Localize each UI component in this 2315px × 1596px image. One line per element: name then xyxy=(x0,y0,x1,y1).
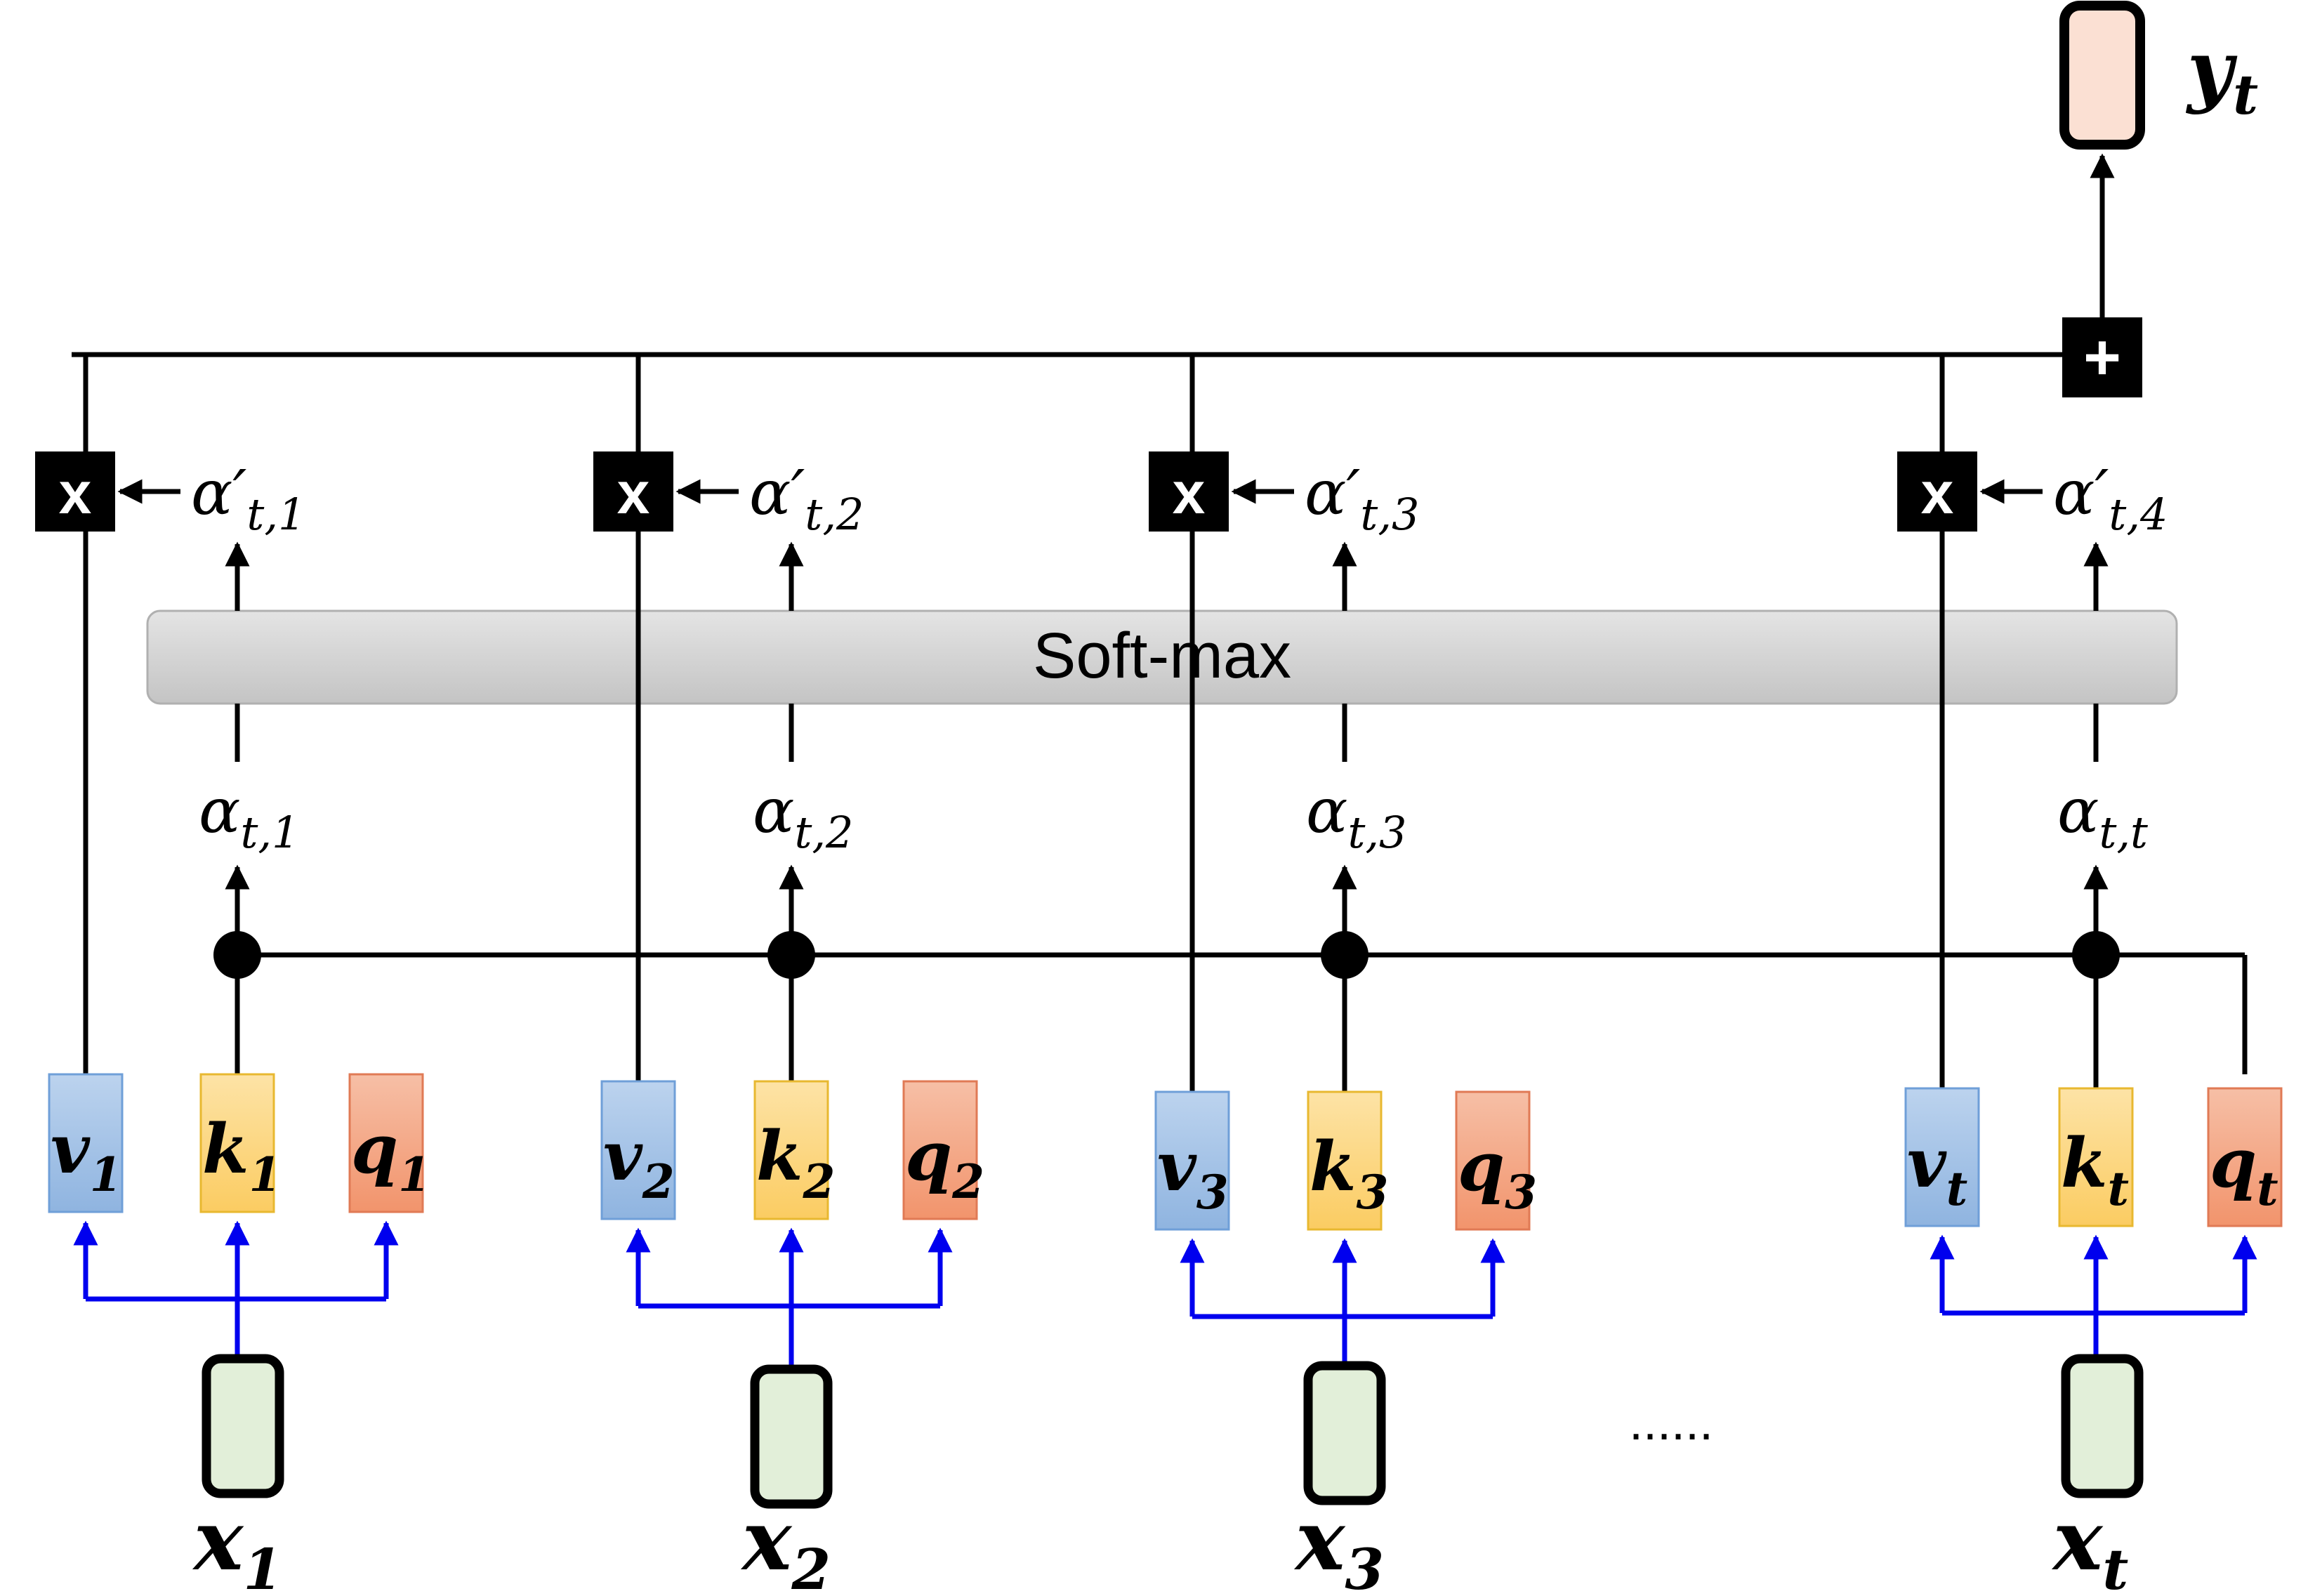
multiply-node: x xyxy=(1897,451,1977,532)
sum-node: + xyxy=(2062,317,2142,397)
q-vector-box: qt xyxy=(2207,1087,2283,1227)
output-label: yt xyxy=(2185,24,2258,127)
k-label: k2 xyxy=(756,1116,835,1209)
v-label: v3 xyxy=(1157,1127,1229,1220)
alpha-label: αt,2 xyxy=(753,774,854,858)
column-1: x α′t,1 αt,1 v1 k1 q1 x1 xyxy=(35,355,430,1596)
input-label: x3 xyxy=(1293,1491,1384,1596)
ellipsis: ...... xyxy=(1629,1394,1713,1451)
k-label: k3 xyxy=(1310,1127,1388,1220)
input-node xyxy=(1303,1361,1386,1505)
k-vector-box: k1 xyxy=(199,1073,281,1213)
projection-arrows xyxy=(626,1227,953,1369)
svg-text:+: + xyxy=(2083,322,2121,393)
svg-text:x: x xyxy=(617,460,650,526)
q-vector-box: q1 xyxy=(348,1073,430,1213)
k-label: kt xyxy=(2061,1123,2129,1216)
multiply-node: x xyxy=(35,451,115,532)
k-label: k1 xyxy=(202,1109,281,1202)
svg-text:x: x xyxy=(1173,460,1206,526)
v-label: v2 xyxy=(603,1116,675,1209)
input-node xyxy=(202,1354,284,1498)
softmax-layer: Soft-max xyxy=(146,609,2178,705)
q-label: q3 xyxy=(1458,1127,1537,1220)
k-vector-box: k2 xyxy=(753,1080,835,1220)
v-label: v1 xyxy=(51,1109,122,1202)
svg-text:x: x xyxy=(1921,460,1954,526)
alpha-label: αt,3 xyxy=(1306,774,1407,858)
multiply-node: x xyxy=(593,451,673,532)
alpha-label: αt,t xyxy=(2057,774,2148,858)
output-node xyxy=(2059,1,2145,150)
q-label: q1 xyxy=(351,1109,430,1202)
alpha-prime-label: α′t,3 xyxy=(1305,456,1419,540)
v-vector-box: v3 xyxy=(1154,1090,1230,1231)
input-node xyxy=(750,1364,833,1509)
projection-arrows xyxy=(1180,1238,1505,1366)
svg-text:x: x xyxy=(59,460,92,526)
input-label: x1 xyxy=(192,1491,282,1596)
q-vector-box: q2 xyxy=(902,1080,984,1220)
alpha-prime-label: α′t,2 xyxy=(749,456,864,540)
input-node xyxy=(2061,1354,2144,1498)
softmax-label: Soft-max xyxy=(1033,620,1291,692)
column-3: x α′t,3 αt,3 v3 k3 q3 x3 xyxy=(1149,355,1537,1596)
k-vector-box: kt xyxy=(2058,1087,2134,1227)
projection-arrows xyxy=(1930,1234,2257,1359)
column-2: x α′t,2 αt,2 v2 k2 q2 x2 xyxy=(593,355,984,1596)
k-vector-box: k3 xyxy=(1307,1090,1388,1231)
multiply-node: x xyxy=(1149,451,1229,532)
alpha-prime-label: α′t,4 xyxy=(2053,456,2168,540)
input-label: x2 xyxy=(740,1491,831,1596)
projection-arrows xyxy=(73,1220,399,1359)
q-vector-box: q3 xyxy=(1455,1090,1537,1231)
v-label: vt xyxy=(1907,1123,1967,1216)
q-label: q2 xyxy=(905,1116,984,1209)
input-label: xt xyxy=(2051,1491,2128,1596)
v-vector-box: v2 xyxy=(600,1080,676,1220)
alpha-prime-label: α′t,1 xyxy=(191,456,305,540)
alpha-label: αt,1 xyxy=(199,774,300,858)
q-label: qt xyxy=(2210,1123,2278,1216)
v-vector-box: v1 xyxy=(48,1073,124,1213)
v-vector-box: vt xyxy=(1904,1087,1980,1227)
